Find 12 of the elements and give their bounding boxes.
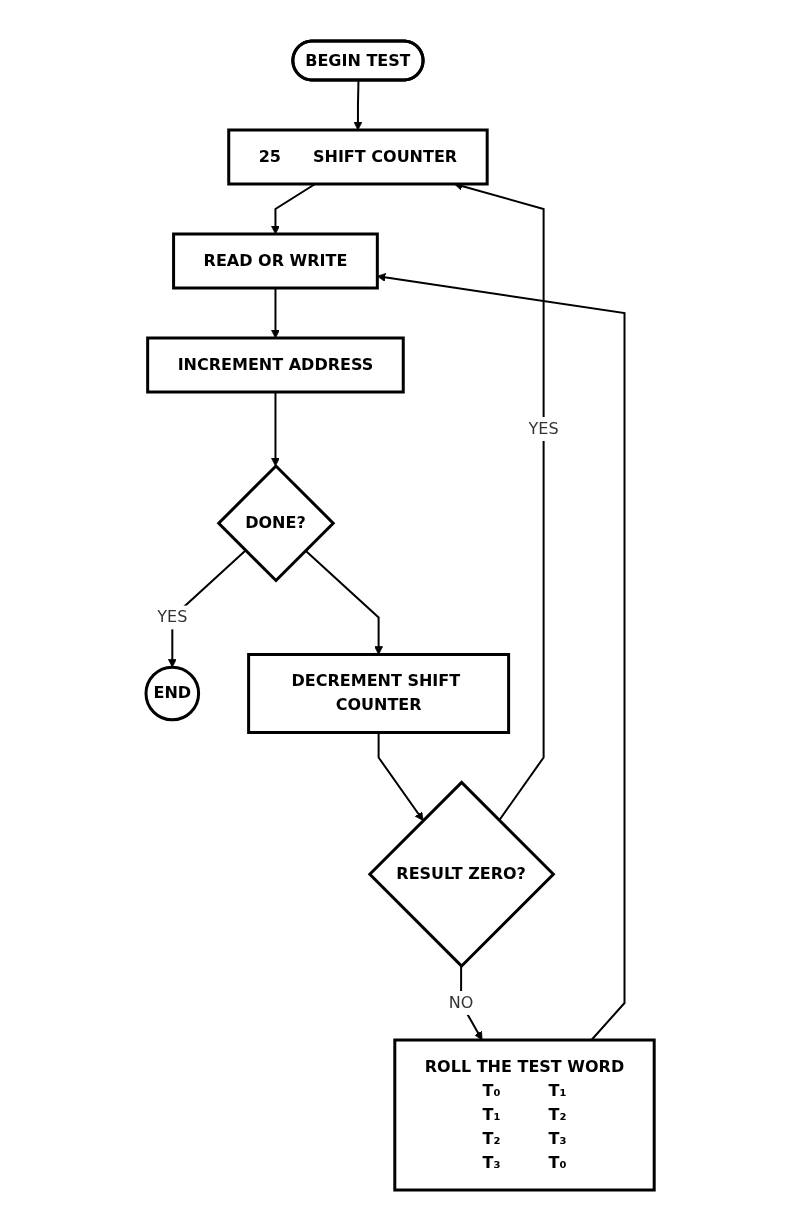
node-box: READ OR WRITE	[172, 233, 379, 290]
node-circle: END	[144, 666, 200, 722]
edge-label: NO	[448, 993, 474, 1013]
edge-label: YES	[528, 419, 559, 439]
node-box: ROLL THE TEST WORD T₀ T₁ T₁ T₂ T₂ T₃ T₃ T₀	[393, 1039, 656, 1192]
node-box: 25 SHIFT COUNTER	[227, 129, 489, 186]
node-box: INCREMENT ADDRESS	[146, 337, 405, 394]
node-diamond: RESULT ZERO?	[367, 780, 556, 969]
edge-label: YES	[157, 607, 188, 627]
node-box: DECREMENT SHIFT COUNTER	[247, 653, 510, 735]
node-diamond: DONE?	[216, 464, 336, 584]
arrow	[353, 80, 363, 131]
